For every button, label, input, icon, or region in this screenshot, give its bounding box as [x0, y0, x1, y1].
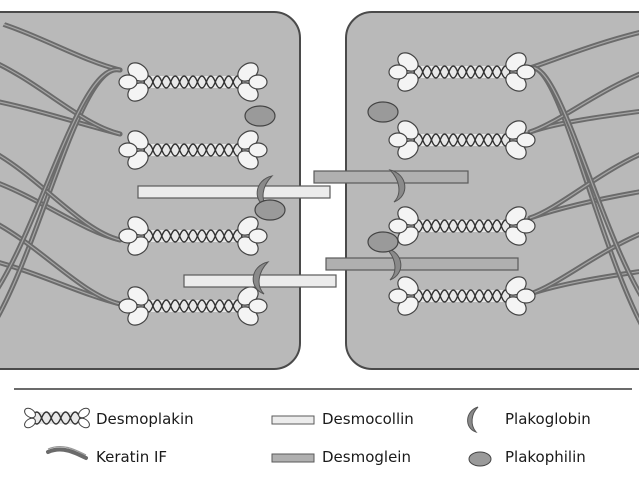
legend-label-plakophilin: Plakophilin: [505, 448, 586, 466]
desmoglein-bar: [326, 258, 518, 270]
legend-label-desmocollin: Desmocollin: [322, 410, 414, 428]
legend: Desmoplakin Keratin IF Desmocollin Desmo…: [23, 406, 591, 466]
desmoplakin-head: [119, 299, 137, 313]
desmoglein-bar-icon: [272, 454, 314, 462]
desmoplakin-head: [517, 219, 535, 233]
desmoplakin-head: [517, 289, 535, 303]
desmoplakin-rod: [144, 76, 242, 88]
desmoplakin-rod: [414, 290, 510, 302]
desmocollin-bar: [138, 186, 330, 198]
desmoplakin-head: [517, 65, 535, 79]
desmoplakin-rod: [414, 134, 510, 146]
desmoplakin-head: [249, 75, 267, 89]
legend-item-desmocollin: Desmocollin: [272, 410, 414, 428]
plakophilin: [255, 200, 285, 220]
legend-item-plakoglobin: Plakoglobin: [468, 407, 591, 432]
plakoglobin-crescent-icon: [468, 407, 478, 432]
desmoplakin-head: [389, 65, 407, 79]
desmoglein-bar: [314, 171, 468, 183]
keratin-filament-icon: [48, 450, 86, 458]
legend-label-desmoglein: Desmoglein: [322, 448, 411, 466]
desmoplakin-head: [517, 133, 535, 147]
desmoplakin-head: [119, 143, 137, 157]
desmoplakin-rod: [414, 220, 510, 232]
plakophilin: [368, 102, 398, 122]
plakophilin: [368, 232, 398, 252]
legend-label-keratin: Keratin IF: [96, 448, 167, 466]
desmoplakin-head: [119, 229, 137, 243]
legend-item-keratin: Keratin IF: [48, 447, 167, 466]
desmoplakin-head: [389, 219, 407, 233]
desmoplakin-head: [119, 75, 137, 89]
desmocollin-bar-icon: [272, 416, 314, 424]
desmoplakin-head: [249, 143, 267, 157]
desmoplakin-rod: [414, 66, 510, 78]
desmoplakin-head: [249, 229, 267, 243]
legend-label-desmoplakin: Desmoplakin: [96, 410, 194, 428]
desmoplakin-rod: [144, 230, 242, 242]
desmoplakin-head: [249, 299, 267, 313]
plakophilin: [245, 106, 275, 126]
desmoplakin-rod: [144, 144, 242, 156]
plakophilin-oval-icon: [469, 452, 491, 466]
legend-label-plakoglobin: Plakoglobin: [505, 410, 591, 428]
legend-item-plakophilin: Plakophilin: [469, 448, 586, 466]
legend-item-desmoglein: Desmoglein: [272, 448, 411, 466]
desmoplakin-head: [389, 289, 407, 303]
desmoplakin-rod: [144, 300, 242, 312]
desmoplakin-head: [389, 133, 407, 147]
legend-item-desmoplakin: Desmoplakin: [23, 406, 194, 429]
desmoplakin-icon: [23, 406, 91, 429]
